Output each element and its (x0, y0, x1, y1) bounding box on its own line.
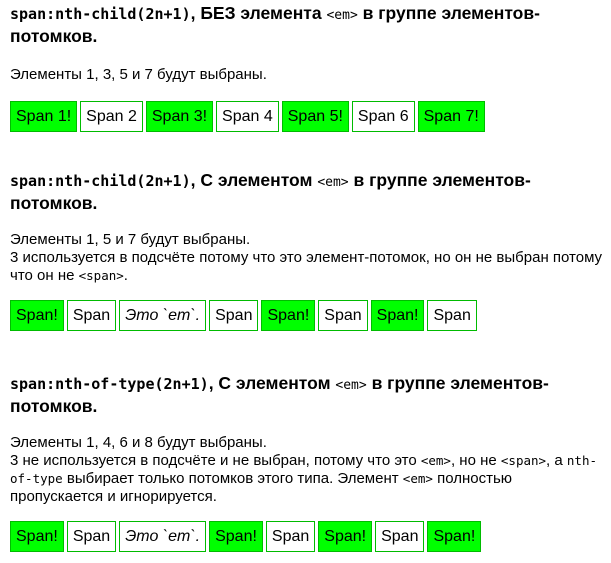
span-box-3: Span 3! (145, 101, 214, 132)
em-box-3: Это `em`. (119, 521, 207, 552)
span-box-1: Span! (10, 300, 64, 331)
span-box-row: Span! Span Это `em`. Span Span! Span Spa… (10, 300, 604, 331)
span-box-row: Span 1! Span 2 Span 3! Span 4 Span 5! Sp… (10, 101, 604, 132)
description-line: Элементы 1, 3, 5 и 7 будут выбраны. (10, 66, 267, 83)
section-heading: span:nth-child(2n+1), С элементом <em> в… (10, 170, 604, 214)
span-tag-code: <span> (78, 268, 124, 283)
em-tag-code: <em> (402, 471, 433, 486)
heading-text-post: в группе элементов-потомков. (10, 373, 549, 416)
description-text: . (123, 267, 128, 284)
heading-text-pre: , С элементом (208, 373, 336, 393)
selector-code: span:nth-of-type(2n+1) (10, 375, 209, 393)
span-box-1: Span 1! (10, 101, 78, 132)
span-box-5: Span! (261, 300, 316, 331)
selector-code: span:nth-child(2n+1) (10, 5, 191, 23)
section-description: Элементы 1, 3, 5 и 7 будут выбраны. (10, 66, 604, 84)
span-box-row: Span! Span Это `em`. Span! Span Span! Sp… (10, 521, 604, 552)
description-text: 3 используется в подсчёте потому что это… (10, 249, 603, 284)
section-description: Элементы 1, 5 и 7 будут выбраны.3 исполь… (10, 231, 604, 285)
description-text: выбирает только потомков этого типа. Эле… (62, 470, 403, 487)
span-box-4: Span! (209, 521, 263, 552)
span-box-2: Span (66, 521, 117, 552)
heading-text-pre: , С элементом (190, 170, 318, 190)
span-box-7: Span 7! (417, 101, 485, 132)
selector-code: span:nth-child(2n+1) (10, 172, 191, 190)
section-heading: span:nth-of-type(2n+1), С элементом <em>… (10, 373, 604, 417)
description-text: полностью пропускается и игнорируется. (10, 470, 513, 505)
em-tag-code: <em> (326, 8, 358, 23)
span-box-6: Span! (318, 521, 373, 552)
span-box-6: Span (318, 300, 368, 331)
span-box-4: Span 4 (216, 101, 279, 132)
heading-text-post: в группе элементов-потомков. (10, 170, 531, 213)
span-box-7: Span (375, 521, 425, 552)
nth-of-type-code: nth-of-type (10, 453, 598, 486)
example-section-3: span:nth-of-type(2n+1), С элементом <em>… (10, 373, 604, 552)
section-description: Элементы 1, 4, 6 и 8 будут выбраны.3 не … (10, 434, 604, 506)
description-text: 3 не используется в подсчёте и не выбран… (10, 452, 421, 469)
example-section-2: span:nth-child(2n+1), С элементом <em> в… (10, 170, 604, 331)
span-box-2: Span 2 (80, 101, 143, 132)
description-text: , но не (450, 452, 501, 469)
span-box-6: Span 6 (351, 101, 415, 132)
description-line: Элементы 1, 5 и 7 будут выбраны. (10, 231, 251, 248)
em-box-3: Это `em`. (119, 300, 207, 331)
heading-text-pre: , БЕЗ элемента (190, 3, 327, 23)
span-box-8: Span (427, 300, 477, 331)
section-heading: span:nth-child(2n+1), БЕЗ элемента <em> … (10, 3, 604, 47)
span-box-7: Span! (370, 300, 425, 331)
description-line: Элементы 1, 4, 6 и 8 будут выбраны. (10, 434, 267, 451)
span-box-2: Span (66, 300, 117, 331)
em-tag-code: <em> (335, 378, 367, 393)
span-box-4: Span (209, 300, 259, 331)
span-tag-code: <span> (500, 453, 547, 468)
span-box-8: Span! (427, 521, 482, 552)
em-tag-code: <em> (317, 175, 349, 190)
span-box-5: Span 5! (281, 101, 349, 132)
heading-text-post: в группе элементов-потомков. (10, 3, 540, 46)
description-text: , а (546, 452, 567, 469)
example-section-1: span:nth-child(2n+1), БЕЗ элемента <em> … (10, 3, 604, 132)
em-tag-code: <em> (420, 453, 451, 468)
span-box-1: Span! (10, 521, 64, 552)
span-box-5: Span (265, 521, 316, 552)
